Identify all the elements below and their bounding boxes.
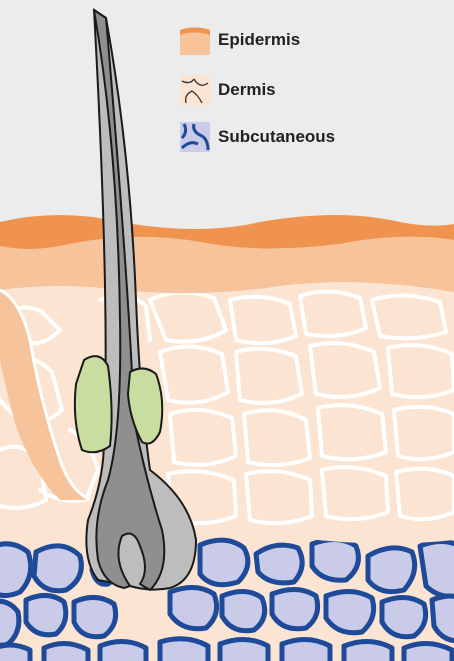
legend-item-subcutaneous: Subcutaneous — [180, 122, 335, 152]
dermis-layer — [0, 282, 454, 544]
epidermis-swatch-icon — [180, 25, 210, 55]
subcutaneous-layer — [0, 530, 454, 661]
legend-label-subcutaneous: Subcutaneous — [218, 127, 335, 147]
legend-label-epidermis: Epidermis — [218, 30, 300, 50]
legend-item-dermis: Dermis — [180, 75, 276, 105]
subcutaneous-swatch-icon — [180, 122, 210, 152]
legend-item-epidermis: Epidermis — [180, 25, 300, 55]
dermis-swatch-icon — [180, 75, 210, 105]
legend-label-dermis: Dermis — [218, 80, 276, 100]
